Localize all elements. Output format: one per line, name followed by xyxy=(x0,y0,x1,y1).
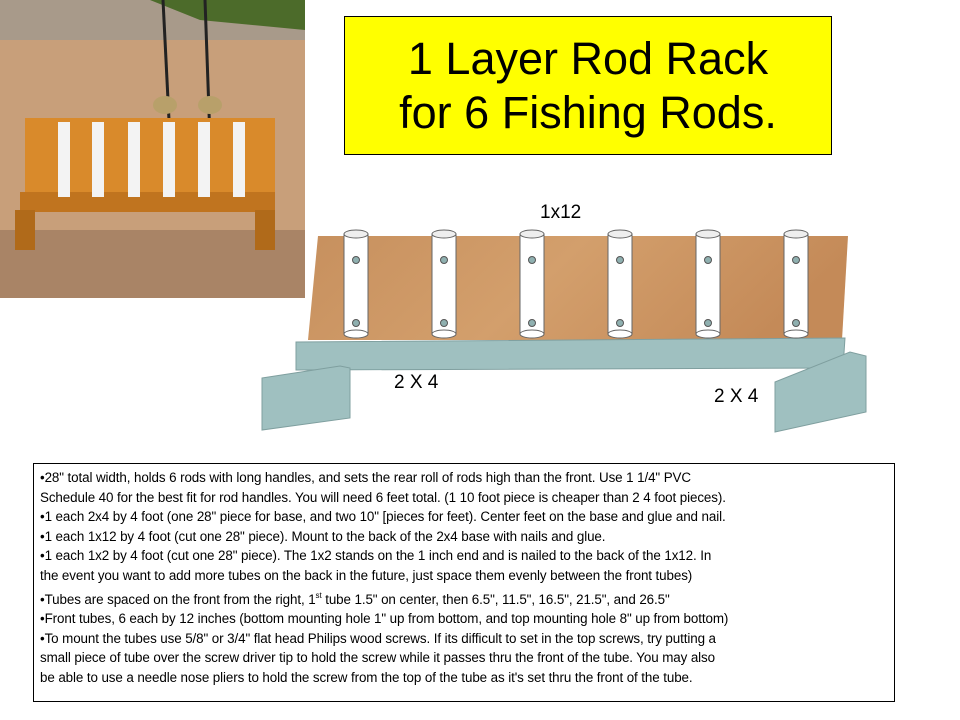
tubes-sup: st xyxy=(315,590,322,600)
pvc-tube xyxy=(695,229,721,339)
screw-hole xyxy=(352,256,360,264)
left-foot xyxy=(261,365,351,431)
note-line: •Front tubes, 6 each by 12 inches (botto… xyxy=(40,611,729,627)
pvc-tube xyxy=(343,229,369,339)
note-line: •To mount the tubes use 5/8" or 3/4" fla… xyxy=(40,630,716,646)
title-line-1: 1 Layer Rod Rack xyxy=(407,32,769,84)
screw-hole xyxy=(792,319,800,327)
instructions-box: •28" total width, holds 6 rods with long… xyxy=(33,463,895,702)
pvc-tube xyxy=(607,229,633,339)
tubes-pre: •Tubes are spaced on the front from the … xyxy=(40,591,316,607)
note-line-tubes: •Tubes are spaced on the front from the … xyxy=(40,586,894,610)
screw-hole xyxy=(704,319,712,327)
screw-hole xyxy=(528,319,536,327)
pvc-tube xyxy=(783,229,809,339)
tubes-post: tube 1.5" on center, then 6.5", 11.5", 1… xyxy=(321,591,670,607)
board-1x12 xyxy=(308,236,848,340)
screw-hole xyxy=(616,256,624,264)
note-line: •28" total width, holds 6 rods with long… xyxy=(40,470,691,485)
slide-title: 1 Layer Rod Rack for 6 Fishing Rods. xyxy=(344,16,832,155)
screw-hole xyxy=(440,256,448,264)
screw-hole xyxy=(352,319,360,327)
right-foot xyxy=(774,351,867,433)
screw-hole xyxy=(528,256,536,264)
screw-hole xyxy=(440,319,448,327)
screw-hole xyxy=(616,319,624,327)
note-line: •1 each 1x12 by 4 foot (cut one 28" piec… xyxy=(40,528,606,544)
note-line: •1 each 2x4 by 4 foot (one 28" piece for… xyxy=(40,509,726,525)
title-line-2: for 6 Fishing Rods. xyxy=(399,86,777,138)
photo-illustration xyxy=(0,0,305,298)
screw-hole xyxy=(792,256,800,264)
rod-rack-photo xyxy=(0,0,305,298)
note-line: •1 each 1x2 by 4 foot (cut one 28" piece… xyxy=(40,548,712,564)
base-2x4 xyxy=(295,337,846,371)
board-label: 1x12 xyxy=(540,202,582,223)
base-label: 2 X 4 xyxy=(394,372,439,393)
note-line: small piece of tube over the screw drive… xyxy=(40,650,716,666)
note-line: Schedule 40 for the best fit for rod han… xyxy=(40,489,726,505)
rod-rack-diagram xyxy=(261,229,867,433)
screw-hole xyxy=(704,256,712,264)
foot-label: 2 X 4 xyxy=(714,386,759,407)
note-line: the event you want to add more tubes on … xyxy=(40,567,693,583)
pvc-tube xyxy=(431,229,457,339)
pvc-tube xyxy=(519,229,545,339)
note-line: be able to use a needle nose pliers to h… xyxy=(40,669,693,685)
